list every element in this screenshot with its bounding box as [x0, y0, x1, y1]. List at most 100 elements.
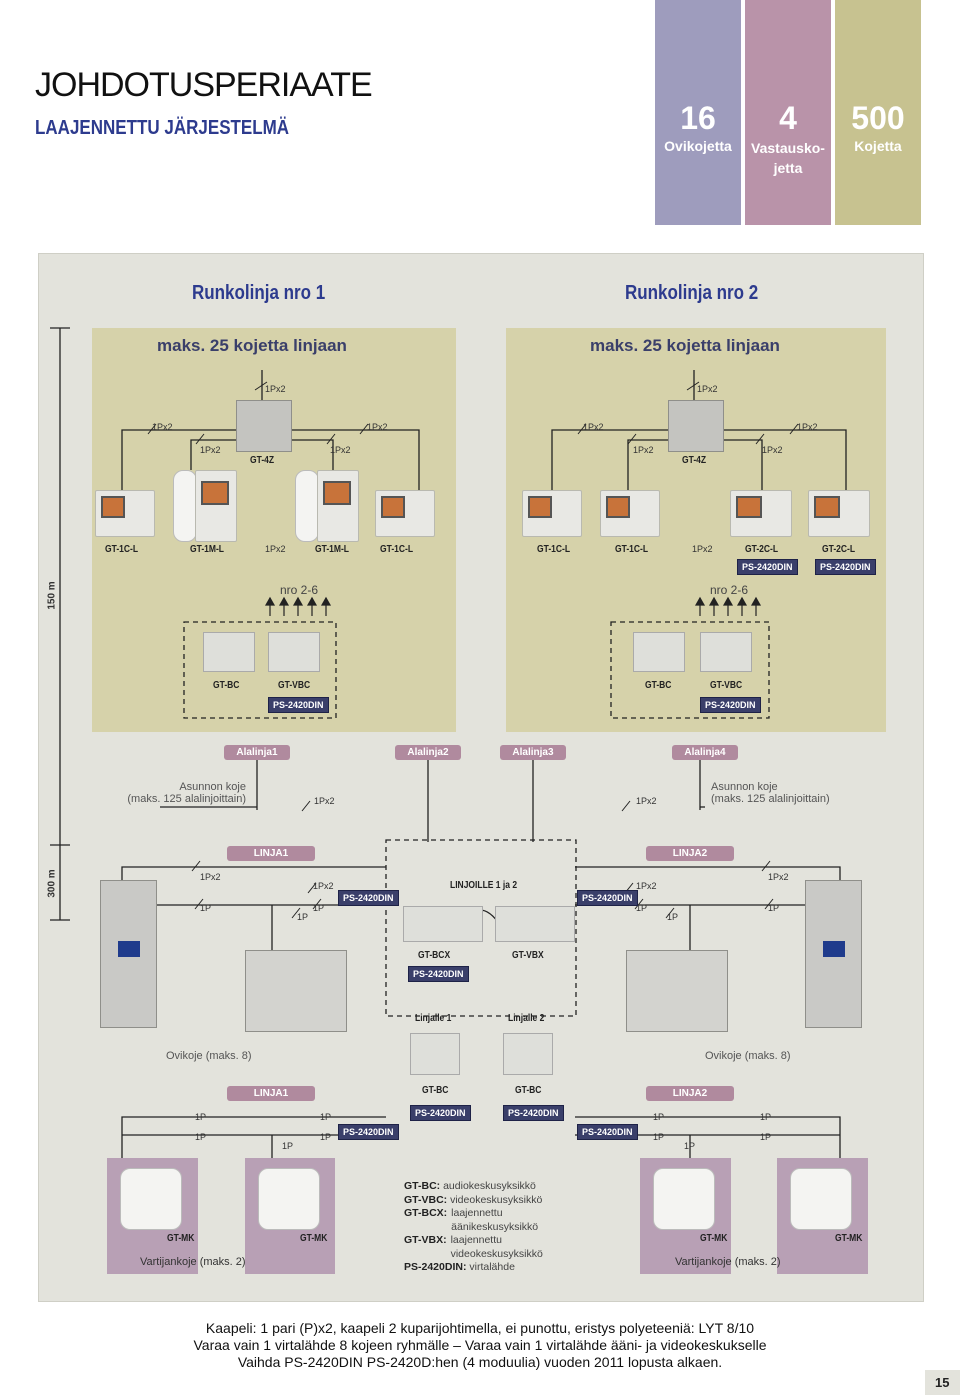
device-label: GT-1C-L: [615, 544, 649, 555]
device-label: GT-1C-L: [105, 544, 139, 555]
trunk1-nro: nro 2-6: [280, 583, 319, 597]
cable-label: 1Px2: [797, 422, 818, 432]
stat-label: Vastausko- jetta: [751, 140, 825, 176]
legend-item: GT-VBX:laajennettu videokeskusyksikkö: [404, 1234, 543, 1260]
line2-bc-label: GT-BC: [515, 1085, 542, 1096]
controller-label: GT-BC: [213, 680, 240, 691]
device-label: GT-2C-L: [745, 544, 779, 555]
line1-bc-label: GT-BC: [422, 1085, 449, 1096]
cable-label: 1Px2: [768, 872, 789, 882]
device-label: GT-1C-L: [380, 544, 414, 555]
cable-label: 1P: [320, 1112, 332, 1122]
cable-label: 1P: [200, 903, 212, 913]
guard-device-label: GT-MK: [167, 1233, 195, 1244]
cable-label: 1P: [297, 912, 309, 922]
trunk1-power-supply: PS-2420DIN: [268, 697, 329, 713]
cable-label: 1Px2: [265, 384, 286, 394]
page-number: 15: [925, 1370, 960, 1395]
legend-item: GT-BCX:laajennettu äänikeskusyksikkö: [404, 1207, 539, 1233]
stat-box-entrances: 16 Ovikojetta: [655, 0, 741, 225]
subline-pill: Alalinja3: [500, 745, 566, 760]
trunk1-gtbc: [203, 632, 255, 672]
guard-handset: [120, 1168, 182, 1230]
trunk2-gt4z-unit: [668, 400, 724, 452]
gt-bcx-unit: [403, 906, 483, 942]
guard-device-label: GT-MK: [700, 1233, 728, 1244]
center-lines-label: LINJOILLE 1 ja 2: [450, 880, 518, 891]
apartment-right-note: Asunnon koje (maks. 125 alalinjoittain): [711, 781, 830, 805]
controller-label: GT-VBC: [710, 680, 743, 691]
cable-label: 1Px2: [313, 881, 334, 891]
device-label: GT-1M-L: [190, 544, 224, 555]
guard-line2-power-supply: PS-2420DIN: [577, 1124, 638, 1140]
apartment-left-note: Asunnon koje (maks. 125 alalinjoittain): [127, 781, 246, 805]
entrance-panel-large: [805, 880, 862, 1028]
guard-handset: [653, 1168, 715, 1230]
guard-handset: [790, 1168, 852, 1230]
cable-label: 1Px2: [762, 445, 783, 455]
line1-bc-power-supply: PS-2420DIN: [410, 1105, 471, 1121]
legend-item: PS-2420DIN: virtalähde: [404, 1261, 515, 1273]
trunk1-gt4z-unit: [236, 400, 292, 452]
monitor-gt2cl: [808, 490, 870, 537]
trunk2-max: maks. 25 kojetta linjaan: [590, 336, 780, 355]
trunk1-unit-label: GT-4Z: [250, 455, 275, 466]
guard-handset: [258, 1168, 320, 1230]
cable-label: 1P: [653, 1132, 665, 1142]
trunk1-gtvbc: [268, 632, 320, 672]
cable-label: 1Px2: [636, 881, 657, 891]
page-subtitle: LAAJENNETTU JÄRJESTELMÄ: [35, 117, 290, 139]
cable-label: 1P: [320, 1132, 332, 1142]
controller-label: GT-VBC: [278, 680, 311, 691]
distance-150: 150 m: [46, 581, 58, 610]
stat-label: Ovikojetta: [664, 138, 732, 154]
cable-label: 1P: [313, 903, 325, 913]
guard-line1-pill: LINJA1: [227, 1086, 315, 1101]
subline-pill: Alalinja1: [224, 745, 290, 760]
device-power-supply: PS-2420DIN: [815, 559, 876, 575]
line1-pill: LINJA1: [227, 846, 315, 861]
cable-label: 1Px2: [636, 796, 657, 806]
cable-label: 1Px2: [265, 544, 286, 554]
vbx-label: GT-VBX: [512, 950, 544, 961]
cable-label: 1Px2: [633, 445, 654, 455]
footer-notes: Kaapeli: 1 pari (P)x2, kaapeli 2 kuparij…: [38, 1320, 922, 1371]
cable-label: 1P: [760, 1112, 772, 1122]
cable-label: 1Px2: [330, 445, 351, 455]
stat-value: 16: [680, 100, 716, 136]
distance-300: 300 m: [46, 869, 58, 898]
guard-line1-power-supply: PS-2420DIN: [338, 1124, 399, 1140]
cable-label: 1Px2: [152, 422, 173, 432]
to-line2-label: Linjalle 2: [508, 1013, 545, 1024]
to-line1-label: Linjalle 1: [415, 1013, 452, 1024]
trunk2-gtvbc: [700, 632, 752, 672]
entrance-right-note: Ovikoje (maks. 8): [705, 1050, 791, 1062]
device-label: GT-1M-L: [315, 544, 349, 555]
monitor-gt1ml-handset: [295, 470, 319, 542]
trunk2-title: Runkolinja nro 2: [625, 282, 759, 304]
trunk2-nro: nro 2-6: [710, 583, 749, 597]
legend-item: GT-VBC: videokeskusyksikkö: [404, 1193, 543, 1206]
monitor-gt1cl: [600, 490, 660, 537]
line1-gtbc: [410, 1033, 460, 1075]
device-label: GT-1C-L: [537, 544, 571, 555]
cable-label: 1P: [667, 912, 679, 922]
device-power-supply: PS-2420DIN: [737, 559, 798, 575]
entrance-panel-large: [100, 880, 157, 1028]
monitor-gt1cl: [522, 490, 582, 537]
page-number-text: 15: [935, 1375, 950, 1390]
monitor-gt2cl: [730, 490, 792, 537]
cable-label: 1P: [653, 1112, 665, 1122]
cable-label: 1P: [768, 903, 780, 913]
guard-device-label: GT-MK: [300, 1233, 328, 1244]
stat-value: 4: [779, 100, 797, 136]
gt-vbx-unit: [495, 906, 575, 942]
cable-label: 1Px2: [583, 422, 604, 432]
cable-label: 1Px2: [367, 422, 388, 432]
stat-box-guards: 4 Vastausko- jetta: [745, 0, 831, 225]
stat-label: Kojetta: [854, 138, 902, 154]
cable-label: 1Px2: [314, 796, 335, 806]
stat-value: 500: [851, 100, 905, 136]
entrance-panel-small: [626, 950, 728, 1032]
entrance-panel-small: [245, 950, 347, 1032]
